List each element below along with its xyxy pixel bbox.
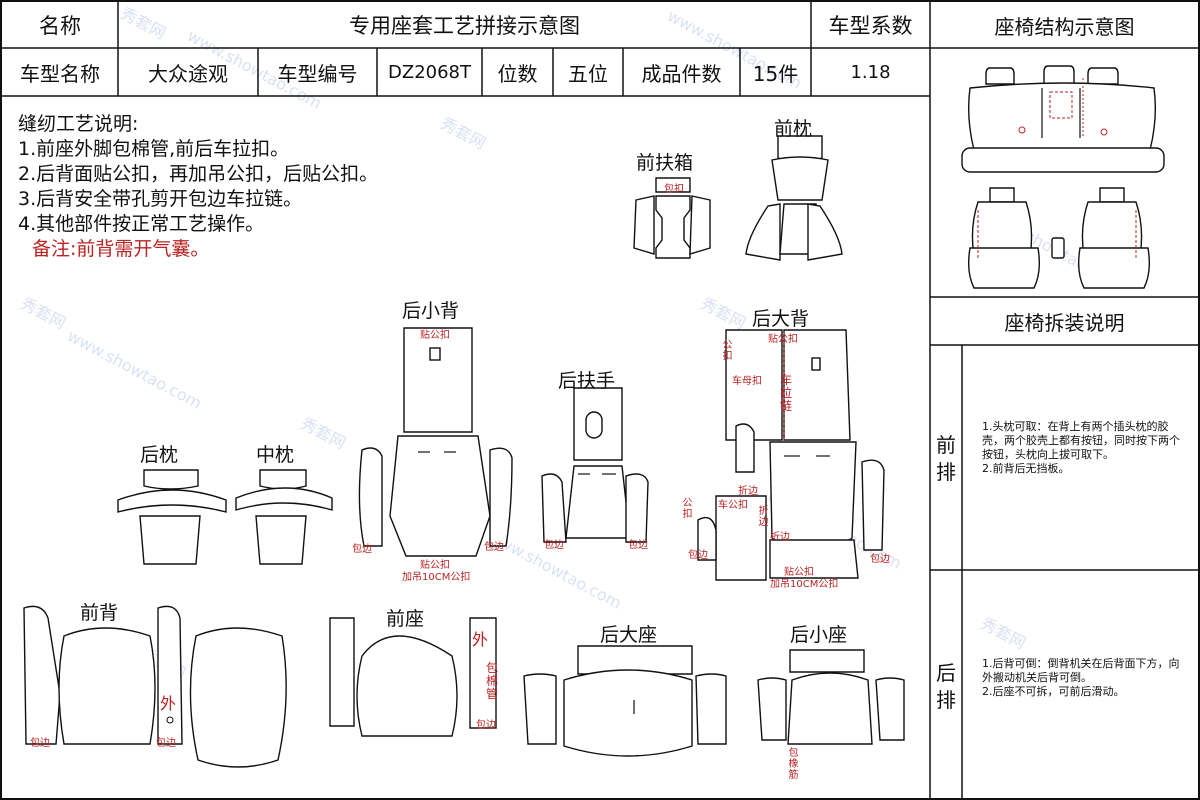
annotation-binding: 包边 <box>30 738 50 749</box>
annotation-company-button: 公扣 <box>682 498 693 520</box>
car-name-label: 车型名称 <box>20 61 100 86</box>
annotation-car-zipper: 车拉链 <box>780 373 793 413</box>
sewing-notes: 缝纫工艺说明: 1.前座外脚包棉管,前后车拉扣。 2.后背面贴公扣，再加吊公扣，… <box>18 112 378 262</box>
model-code-label: 车型编号 <box>277 61 358 86</box>
seats-label: 位数 <box>497 61 538 86</box>
model-code-value: DZ2068T <box>388 61 471 83</box>
name-label: 名称 <box>39 14 81 38</box>
rear-armrest-label: 后扶手 <box>558 370 616 392</box>
front-headrest-label: 前枕 <box>774 118 813 140</box>
notes-remark: 备注:前背需开气囊。 <box>32 238 210 260</box>
notes-item: 4.其他部件按正常工艺操作。 <box>18 213 265 235</box>
front-seat-pattern <box>329 617 497 737</box>
rear-large-seat-label: 后大座 <box>600 624 658 646</box>
annotation-male-buckle: 车母扣 <box>732 376 762 387</box>
annotation-stick-button: 贴公扣 <box>768 334 798 345</box>
coef-label: 车型系数 <box>828 14 913 38</box>
annotation-binding: 包边 <box>870 554 890 565</box>
annotation-stick-button-bottom: 贴公扣 <box>784 567 814 578</box>
annotation-binding: 包边 <box>688 550 708 561</box>
rear-armrest-pattern <box>541 387 649 543</box>
pieces-label: 成品件数 <box>641 61 722 86</box>
structure-title: 座椅结构示意图 <box>994 14 1135 39</box>
rear-headrest-pattern <box>117 469 227 565</box>
front-headrest-pattern <box>745 135 843 261</box>
pieces-value: 15件 <box>752 61 799 86</box>
rear-small-back-pattern <box>358 327 513 557</box>
annotation-binding: 包边 <box>476 720 496 731</box>
front-back-pattern <box>23 605 287 768</box>
annotation-fold-edge: 折边 <box>738 486 758 497</box>
rear-large-back-pattern <box>697 329 885 581</box>
annotation-stick-button: 贴公扣 <box>420 330 450 341</box>
rear-headrest-label: 后枕 <box>140 444 179 466</box>
annotation-hang-10cm: 加吊10CM公扣 <box>402 572 471 583</box>
front-row-instructions: 1.头枕可取：在背上有两个插头枕的胶壳，两个胶壳上都有按钮，同时按下两个按钮，头… <box>982 420 1180 475</box>
rear-small-back-label: 后小背 <box>402 300 460 322</box>
annotation-fold-edge: 折边 <box>758 506 769 528</box>
annotation-outer: 外 <box>472 630 489 649</box>
rear-large-seat-pattern <box>523 645 727 757</box>
seats-value: 五位 <box>568 61 608 86</box>
rear-small-seat-pattern <box>757 649 905 745</box>
annotation-hang-10cm: 加吊10CM公扣 <box>770 579 839 590</box>
annotation-rubber-strip: 包橡筋 <box>788 748 799 781</box>
rear-row-label: 后排 <box>936 661 956 712</box>
notes-item: 2.后背面贴公扣，再加吊公扣，后贴公扣。 <box>18 163 379 185</box>
notes-item: 3.后背安全带孔剪开包边车拉链。 <box>18 188 303 210</box>
annotation-binding: 包边 <box>544 540 564 551</box>
notes-item: 1.前座外脚包棉管,前后车拉扣。 <box>18 138 290 160</box>
annotation-hook-button: 包扣 <box>664 184 684 195</box>
page-title: 专用座套工艺拼接示意图 <box>349 14 580 38</box>
middle-headrest-label: 中枕 <box>256 444 295 466</box>
seat-structure-diagram <box>961 65 1165 289</box>
pattern-pieces <box>23 135 905 768</box>
annotation-cotton-tube: 包棉管 <box>486 661 499 701</box>
annotation-car-button: 车公扣 <box>718 500 748 511</box>
front-back-label: 前背 <box>80 602 119 624</box>
front-seat-label: 前座 <box>386 608 425 630</box>
front-row-label: 前排 <box>936 433 956 484</box>
rear-small-seat-label: 后小座 <box>790 624 848 646</box>
coef-value: 1.18 <box>850 61 891 83</box>
front-armrest-box-pattern <box>633 177 711 259</box>
annotation-stick-button-bottom: 贴公扣 <box>420 560 450 571</box>
annotation-fold-edge: 折边 <box>770 532 790 543</box>
front-armrest-box-label: 前扶箱 <box>636 152 694 174</box>
middle-headrest-pattern <box>235 469 333 565</box>
annotation-binding: 包边 <box>156 738 176 749</box>
rear-row-instructions: 1.后背可倒：倒背机关在后背面下方，向外搬动机关后背可倒。 2.后座不可拆，可前… <box>982 657 1180 698</box>
disassembly-title: 座椅拆装说明 <box>1004 310 1125 335</box>
annotation-outer: 外 <box>160 694 177 713</box>
car-name-value: 大众途观 <box>148 61 228 86</box>
annotation-company-button: 公扣 <box>722 340 733 362</box>
annotation-binding: 包边 <box>484 542 504 553</box>
annotation-binding: 包边 <box>352 544 372 555</box>
rear-large-back-label: 后大背 <box>752 308 810 330</box>
annotation-binding: 包边 <box>628 540 648 551</box>
notes-title: 缝纫工艺说明: <box>18 113 139 135</box>
